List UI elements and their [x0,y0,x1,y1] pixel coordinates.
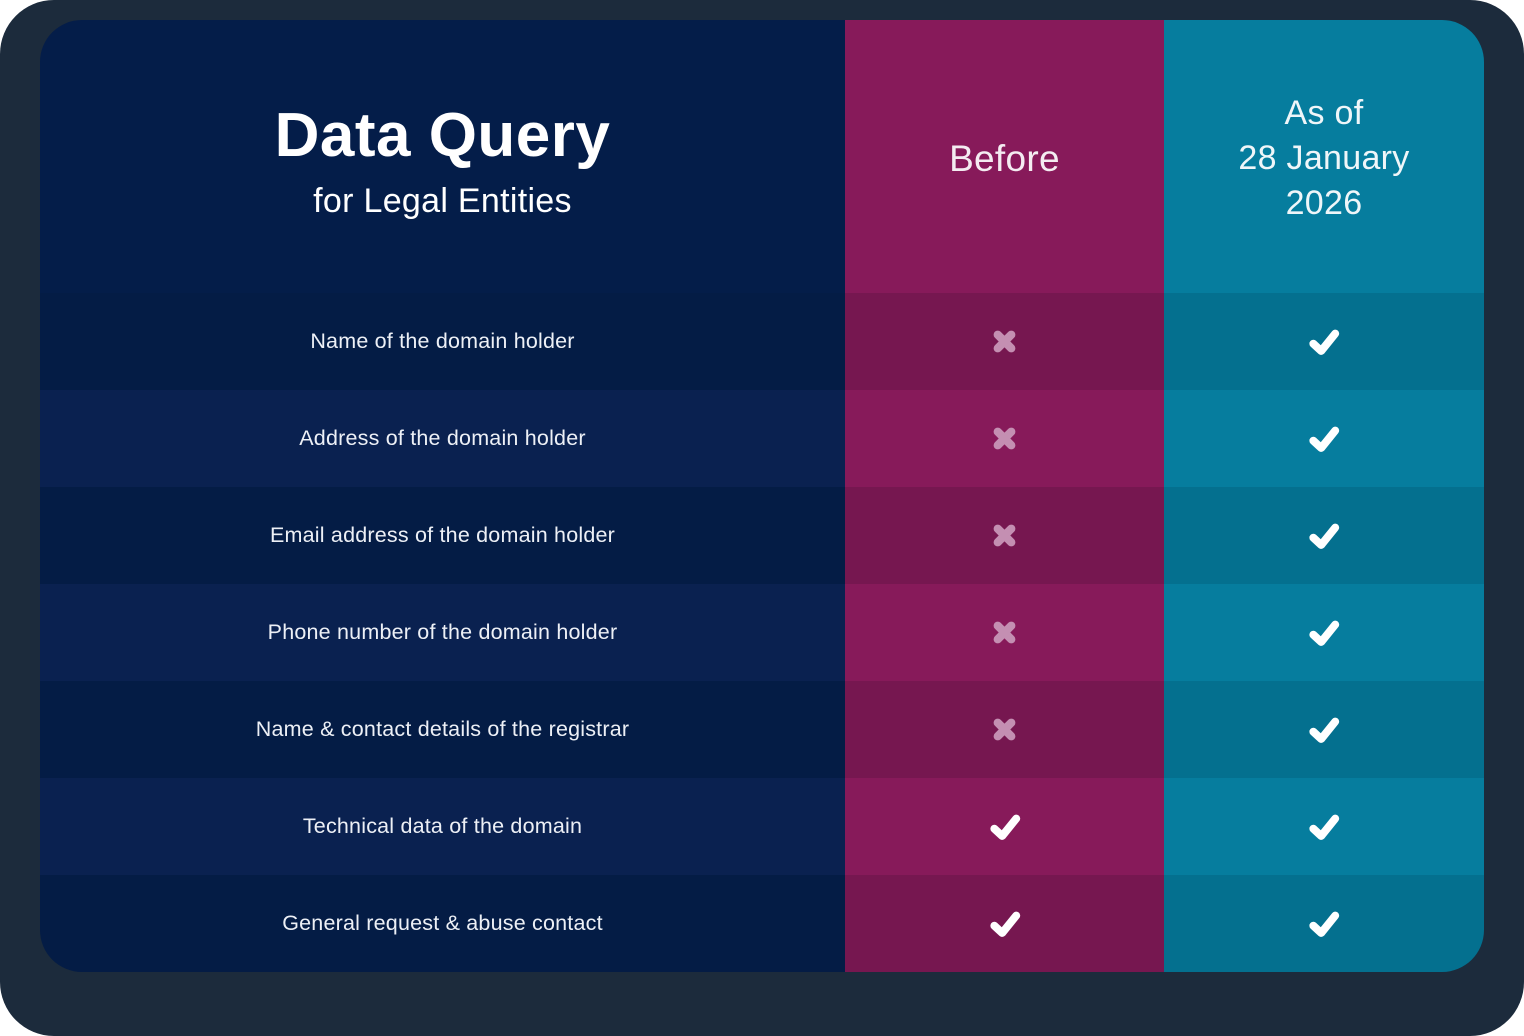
row-label: General request & abuse contact [282,911,603,935]
title-block: Data Query for Legal Entities [40,20,845,293]
row-asof-cell [1164,293,1484,390]
row-asof-cell [1164,875,1484,972]
page-subtitle: for Legal Entities [313,182,572,221]
asof-header-line-1: As of [1284,94,1364,133]
comparison-table: Data Query for Legal Entities Before As … [40,20,1484,972]
check-icon [989,911,1020,937]
row-asof-cell [1164,487,1484,584]
row-label-cell: Name of the domain holder [40,293,845,390]
cross-icon [993,718,1016,741]
asof-header-line-2: 28 January [1238,139,1410,178]
cross-icon [993,330,1016,353]
check-icon [1309,523,1340,549]
row-asof-cell [1164,778,1484,875]
row-label: Email address of the domain holder [269,523,615,547]
column-header-before: Before [845,20,1164,293]
column-header-asof: As of 28 January 2026 [1164,20,1484,293]
cross-icon [993,524,1016,547]
check-icon [1309,620,1340,646]
row-label-cell: Email address of the domain holder [40,487,845,584]
check-icon [1309,911,1340,937]
row-label-cell: Phone number of the domain holder [40,584,845,681]
row-label: Name of the domain holder [310,329,575,353]
row-label-cell: Name & contact details of the registrar [40,681,845,778]
row-asof-cell [1164,681,1484,778]
cross-icon [993,427,1016,450]
page-title: Data Query [274,100,611,170]
row-asof-cell [1164,584,1484,681]
check-icon [1309,426,1340,452]
check-icon [989,814,1020,840]
cross-icon [993,621,1016,644]
row-label-cell: Address of the domain holder [40,390,845,487]
check-icon [1309,329,1340,355]
row-before-cell [845,487,1164,584]
row-label: Phone number of the domain holder [267,620,618,644]
row-label: Address of the domain holder [299,426,586,450]
row-asof-cell [1164,390,1484,487]
column-header-before-label: Before [949,137,1060,179]
row-before-cell [845,681,1164,778]
row-label: Technical data of the domain [302,814,583,838]
row-label-cell: Technical data of the domain [40,778,845,875]
row-before-cell [845,390,1164,487]
check-icon [1309,814,1340,840]
row-label: Name & contact details of the registrar [255,717,630,741]
row-before-cell [845,875,1164,972]
row-before-cell [845,778,1164,875]
check-icon [1309,717,1340,743]
row-label-cell: General request & abuse contact [40,875,845,972]
row-before-cell [845,584,1164,681]
row-before-cell [845,293,1164,390]
asof-header-line-3: 2026 [1285,183,1363,222]
